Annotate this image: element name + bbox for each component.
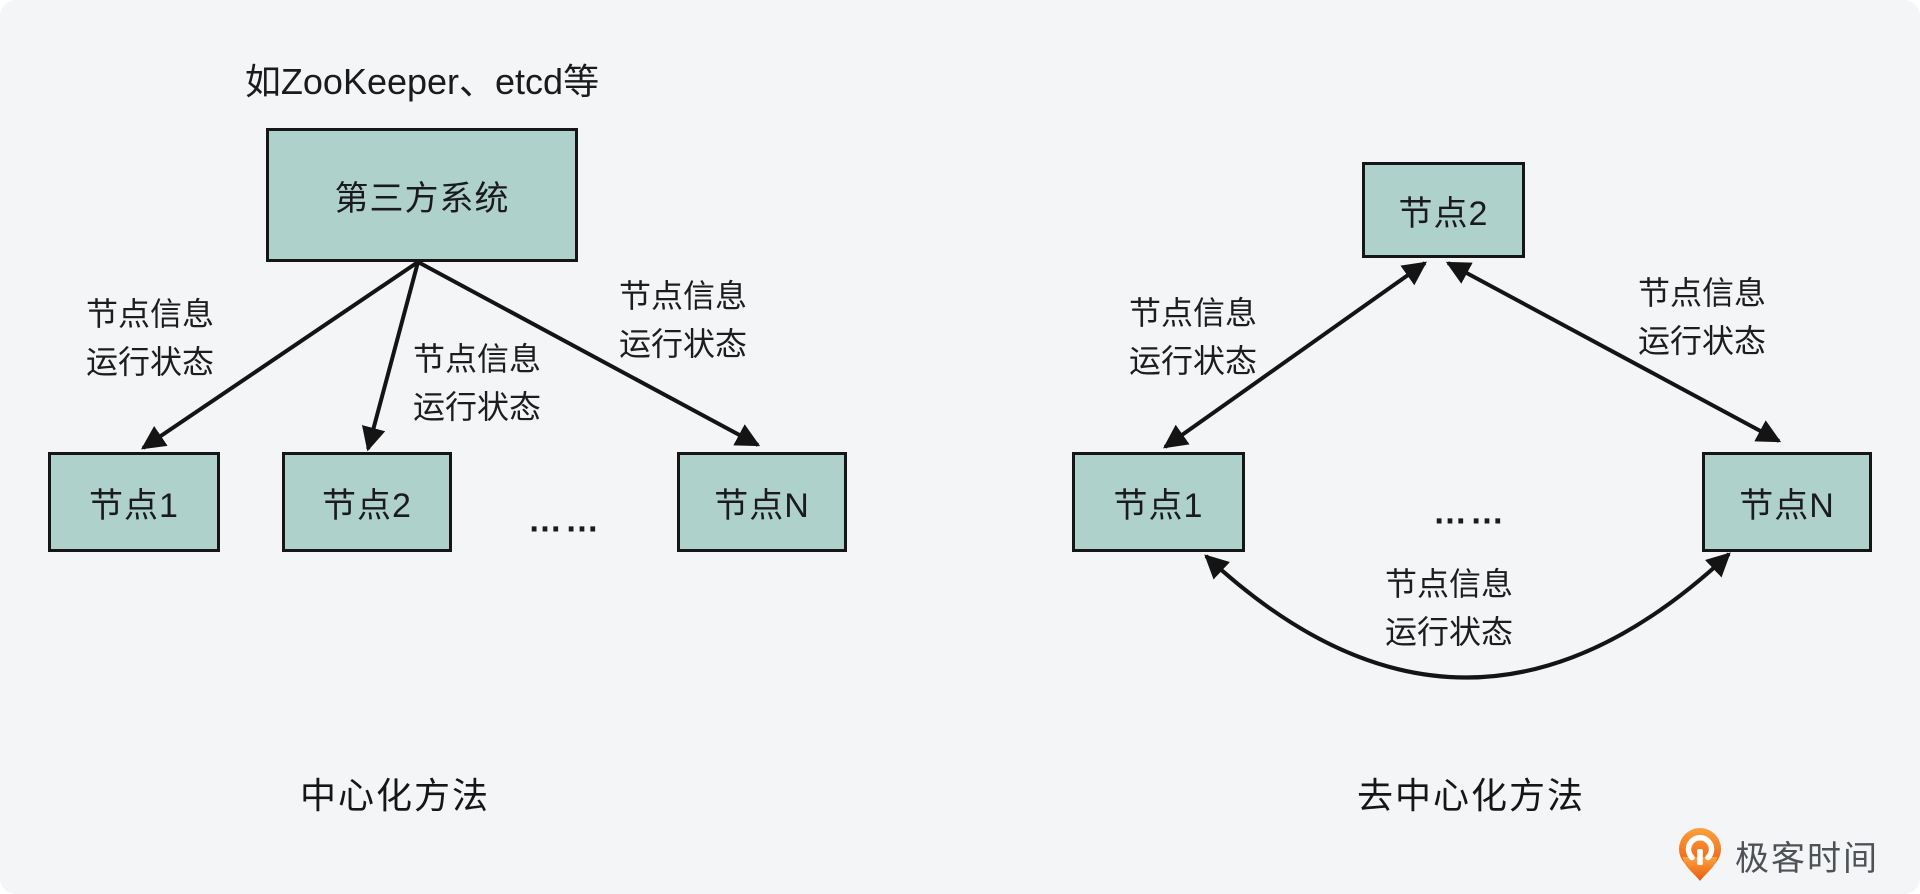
node-label: 节点1 [1113, 486, 1204, 525]
arrow-thirdparty-to-node1 [141, 260, 420, 450]
edge-label-left-1: 节点信息 运行状态 [86, 290, 214, 386]
edge-label-left-2: 节点信息 运行状态 [413, 335, 541, 431]
edge-label-line1: 节点信息 [1637, 275, 1767, 311]
caption-centralized: 中心化方法 [299, 775, 491, 816]
edge-label-line1: 节点信息 [1384, 566, 1514, 602]
geektime-logo: 极客时间 [1678, 828, 1879, 882]
edge-label-line2: 运行状态 [1384, 614, 1514, 650]
node-label: 第三方系统 [334, 179, 510, 218]
edge-label-line1: 节点信息 [85, 296, 215, 332]
node-label: 节点2 [1398, 194, 1489, 233]
node-box-left-node2: 节点2 [282, 452, 452, 552]
edge-label-line2: 运行状态 [618, 326, 748, 362]
node-label: 节点N [1739, 486, 1835, 525]
ellipsis-right: …… [1433, 493, 1507, 532]
arrow-thirdparty-to-node2 [361, 261, 420, 452]
node-label: 节点1 [89, 486, 179, 525]
geektime-logo-icon [1679, 828, 1721, 881]
edge-label-line2: 运行状态 [85, 344, 215, 380]
geektime-logo-text: 极客时间 [1735, 839, 1879, 878]
node-label: 节点N [714, 486, 810, 525]
zookeeper-note: 如ZooKeeper、etcd等 [244, 61, 600, 102]
edge-label-left-3: 节点信息 运行状态 [619, 272, 747, 368]
node-box-right-node1: 节点1 [1072, 452, 1245, 552]
node-box-right-node2: 节点2 [1362, 162, 1525, 258]
arrow-node2-nodeN [1445, 261, 1782, 443]
edge-label-line1: 节点信息 [412, 341, 542, 377]
edge-label-line1: 节点信息 [618, 278, 748, 314]
edge-label-line2: 运行状态 [1128, 343, 1258, 379]
edge-label-line2: 运行状态 [412, 389, 542, 425]
arrow-node2-node1 [1163, 261, 1427, 449]
edge-label-line1: 节点信息 [1128, 295, 1258, 331]
edge-label-right-2: 节点信息 运行状态 [1638, 269, 1766, 365]
node-box-right-nodeN: 节点N [1702, 452, 1872, 552]
caption-decentralized: 去中心化方法 [1356, 775, 1586, 816]
node-box-third-party-system: 第三方系统 [266, 128, 578, 262]
edge-label-right-1: 节点信息 运行状态 [1129, 289, 1257, 385]
edge-label-right-3: 节点信息 运行状态 [1385, 560, 1513, 656]
node-label: 节点2 [322, 486, 412, 525]
ellipsis-left: …… [528, 501, 602, 540]
arrow-thirdparty-to-nodeN [417, 260, 761, 447]
node-box-left-nodeN: 节点N [677, 452, 847, 552]
node-box-left-node1: 节点1 [48, 452, 220, 552]
edge-label-line2: 运行状态 [1637, 323, 1767, 359]
arrow-node1-nodeN-curved [1204, 552, 1731, 680]
